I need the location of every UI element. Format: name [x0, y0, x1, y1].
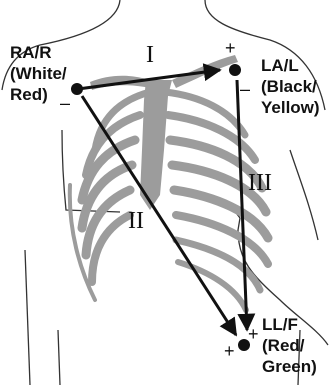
la-label-line3: Yellow) — [261, 97, 320, 118]
ra-minus-sign: – — [60, 94, 70, 112]
la-label-line2: (Black/ — [261, 76, 320, 97]
lead-iii-arrow — [237, 80, 247, 330]
lead-i-label: I — [146, 42, 154, 69]
ra-label-line1: RA/R — [10, 42, 67, 63]
ra-electrode — [71, 83, 83, 95]
lead-ii-label: II — [128, 208, 144, 235]
sternum — [140, 80, 172, 210]
la-electrode — [229, 64, 241, 76]
la-label-line1: LA/L — [261, 55, 320, 76]
lead-iii-label: III — [248, 170, 272, 197]
ll-label-line1: LL/F — [262, 314, 317, 335]
ra-label-line2: (White/ — [10, 63, 67, 84]
ll-label-line2: (Red/ — [262, 335, 317, 356]
ll-plus-sign-upper: + — [248, 325, 259, 343]
la-minus-sign: – — [240, 80, 250, 98]
la-label: LA/L (Black/ Yellow) — [261, 55, 320, 118]
la-plus-sign: + — [225, 39, 236, 57]
ll-label: LL/F (Red/ Green) — [262, 314, 317, 377]
ra-label-line3: Red) — [10, 84, 67, 105]
ll-plus-sign-left: + — [224, 342, 235, 360]
ra-label: RA/R (White/ Red) — [10, 42, 67, 105]
ll-label-line3: Green) — [262, 356, 317, 377]
